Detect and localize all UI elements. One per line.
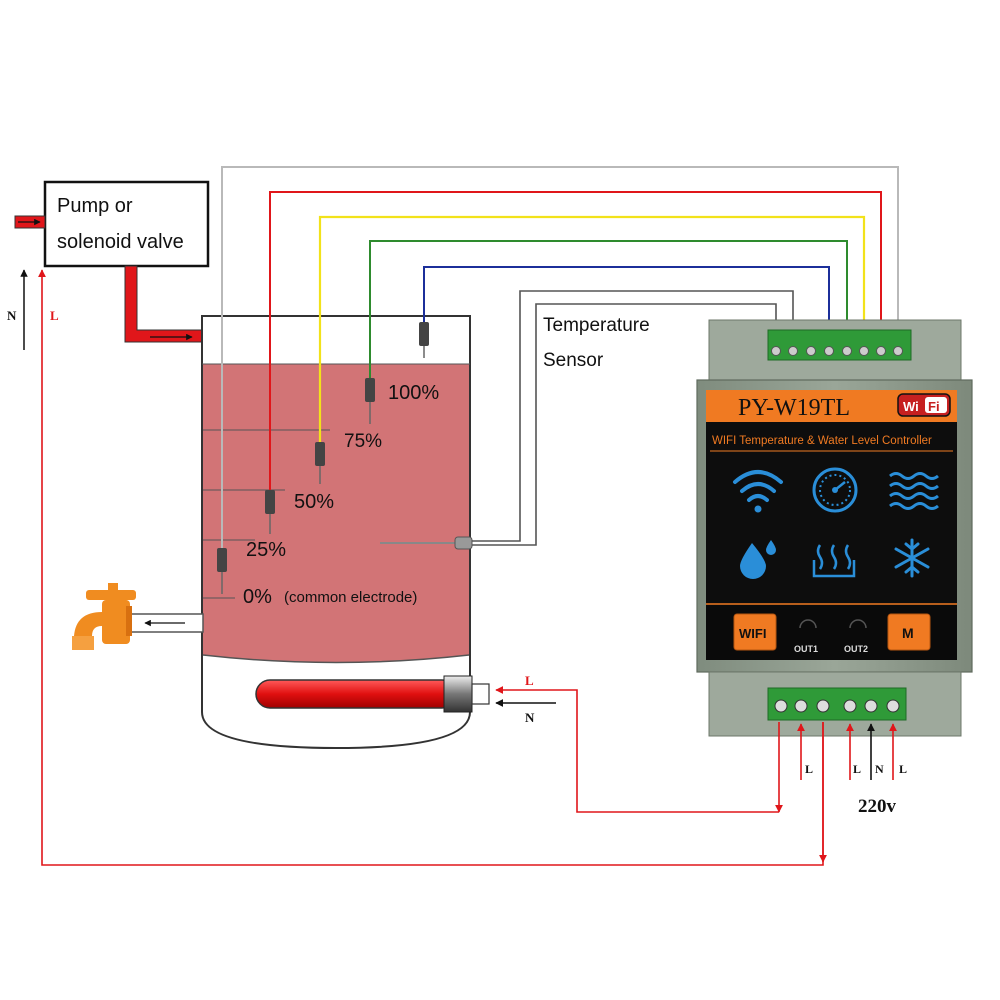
level-75-label: 75% bbox=[344, 431, 382, 452]
wifi-button-label: WIFI bbox=[739, 626, 766, 641]
controller-subtitle: WIFI Temperature & Water Level Controlle… bbox=[712, 435, 932, 447]
heater-n-label: N bbox=[525, 710, 535, 725]
sensor-label-line2: Sensor bbox=[543, 350, 604, 371]
wire-75-green bbox=[369, 240, 848, 378]
probe-100 bbox=[419, 322, 429, 358]
pump-box: Pump or solenoid valve bbox=[43, 180, 210, 268]
terminal-label-3: N bbox=[875, 762, 884, 776]
bottom-terminal-block bbox=[767, 687, 907, 721]
temperature-probe bbox=[380, 536, 473, 550]
pump-l-label: L bbox=[50, 308, 59, 323]
snowflake-icon bbox=[894, 538, 930, 578]
out2-indicator: OUT2 bbox=[844, 619, 868, 654]
water-tap-icon bbox=[72, 583, 136, 650]
terminal-label-1: L bbox=[805, 762, 813, 776]
m-button-label: M bbox=[902, 625, 914, 641]
wire-common-gray bbox=[221, 166, 899, 548]
terminal-label-2: L bbox=[853, 762, 861, 776]
heat-icon bbox=[812, 544, 856, 578]
controller-unit: PY-W19TL Wi Fi WIFI Temperature & Water … bbox=[696, 319, 973, 737]
wifi-badge: Wi Fi bbox=[897, 393, 951, 417]
drop-icon bbox=[740, 540, 776, 579]
level-25-label: 25% bbox=[246, 539, 286, 561]
probe-25 bbox=[265, 490, 275, 534]
power-terminal-labels: L L N L bbox=[805, 762, 907, 776]
pump-n-label: N bbox=[7, 308, 17, 323]
dial-icon bbox=[812, 467, 858, 513]
wire-sensor-1 bbox=[472, 290, 794, 542]
bottom-terminal-screws bbox=[774, 699, 900, 713]
probe-50 bbox=[315, 442, 325, 484]
level-100-label: 100% bbox=[388, 382, 439, 404]
pump-inlet-pipe bbox=[14, 215, 46, 229]
wire-50-yellow bbox=[318, 215, 866, 442]
wire-sensor-2 bbox=[472, 303, 777, 546]
voltage-label: 220v bbox=[858, 796, 897, 817]
pump-label-line2: solenoid valve bbox=[57, 231, 184, 253]
water-fill bbox=[203, 364, 469, 663]
heater-element bbox=[255, 675, 490, 713]
m-button[interactable]: M bbox=[887, 613, 931, 651]
model-name: PY-W19TL bbox=[738, 395, 850, 421]
top-terminal-block bbox=[767, 329, 912, 361]
level-0-label: 0% bbox=[243, 586, 272, 608]
waves-icon bbox=[889, 472, 939, 510]
outlet-pipe bbox=[127, 613, 204, 633]
power-input-arrows bbox=[797, 723, 897, 780]
wire-100-blue bbox=[423, 266, 830, 345]
sensor-label-line1: Temperature bbox=[543, 315, 650, 336]
pump-supply: N L bbox=[7, 269, 59, 350]
wifi-badge-fi: Fi bbox=[928, 399, 940, 414]
wire-25-red bbox=[269, 191, 882, 490]
pump-output-wire bbox=[38, 269, 827, 866]
probe-75 bbox=[365, 378, 375, 424]
heater-output-wire bbox=[556, 689, 783, 813]
terminal-label-4: L bbox=[899, 762, 907, 776]
heater-l-label: L bbox=[525, 673, 534, 688]
heater-supply: L N bbox=[495, 673, 556, 725]
level-0-note: (common electrode) bbox=[284, 589, 417, 606]
wifi-icon bbox=[733, 470, 783, 513]
pump-label-line1: Pump or bbox=[57, 195, 133, 217]
wifi-button[interactable]: WIFI bbox=[733, 613, 777, 651]
out1-label: OUT1 bbox=[794, 644, 818, 654]
wifi-badge-wi: Wi bbox=[903, 399, 919, 414]
probe-0 bbox=[217, 548, 227, 594]
top-terminal-screws bbox=[771, 346, 903, 356]
out2-label: OUT2 bbox=[844, 644, 868, 654]
out1-indicator: OUT1 bbox=[794, 619, 818, 654]
level-50-label: 50% bbox=[294, 491, 334, 513]
